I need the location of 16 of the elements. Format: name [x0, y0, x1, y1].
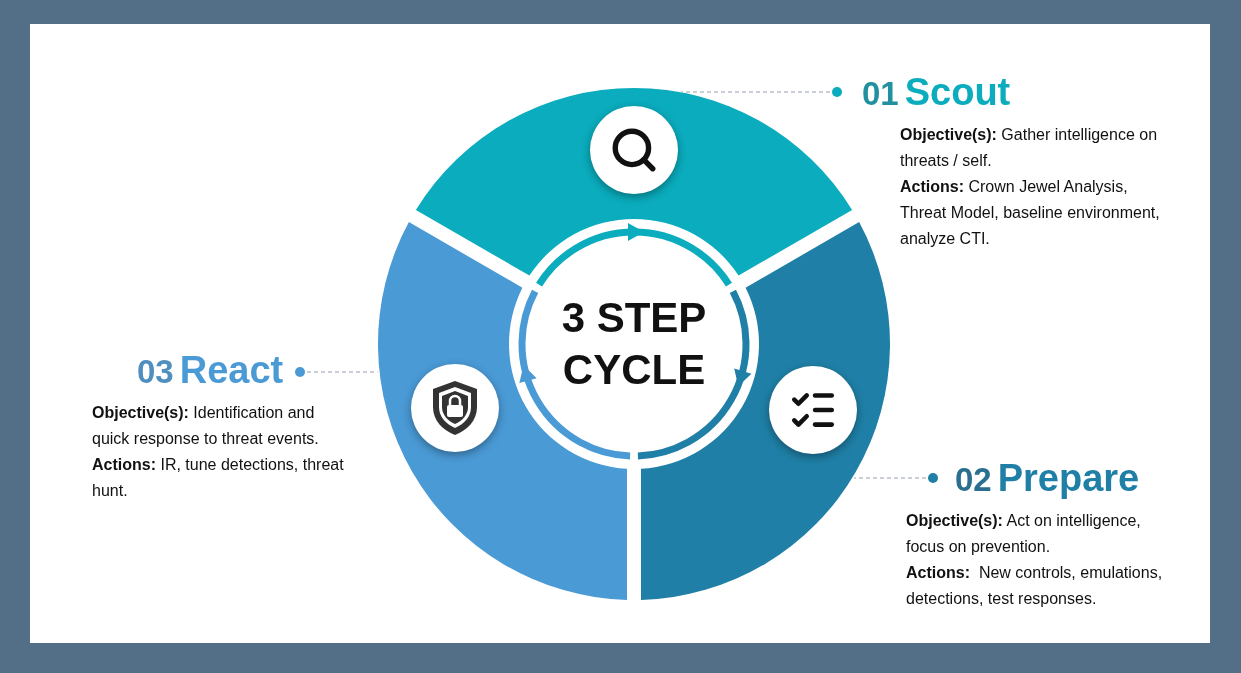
- step-number: 03: [137, 352, 174, 392]
- step-description: Actions: IR, tune detections, threat hunt.: [92, 455, 345, 501]
- leader-line: [853, 473, 938, 483]
- step-title: Prepare: [997, 458, 1140, 498]
- step-description: Objective(s): Identification and quick response to threat events.: [92, 403, 320, 449]
- step-number: 02: [955, 460, 992, 500]
- step-description: Objective(s): Act on intelligence, focus on prevention.: [906, 511, 1142, 557]
- step-description: Actions: Crown Jewel Analysis, Threat Model, baseline environment, analyze CTI.: [900, 177, 1161, 249]
- step-description: Actions: New controls, emulations, detections, test responses.: [906, 563, 1164, 609]
- step-title: Scout: [904, 72, 1011, 112]
- step-title: React: [179, 350, 284, 390]
- cycle-title: 3 STEP CYCLE: [560, 293, 708, 395]
- leader-line: [295, 367, 379, 377]
- step-description: Objective(s): Gather intelligence on threats / self.: [900, 125, 1159, 171]
- leader-line: [680, 87, 842, 97]
- step-number: 01: [862, 74, 899, 114]
